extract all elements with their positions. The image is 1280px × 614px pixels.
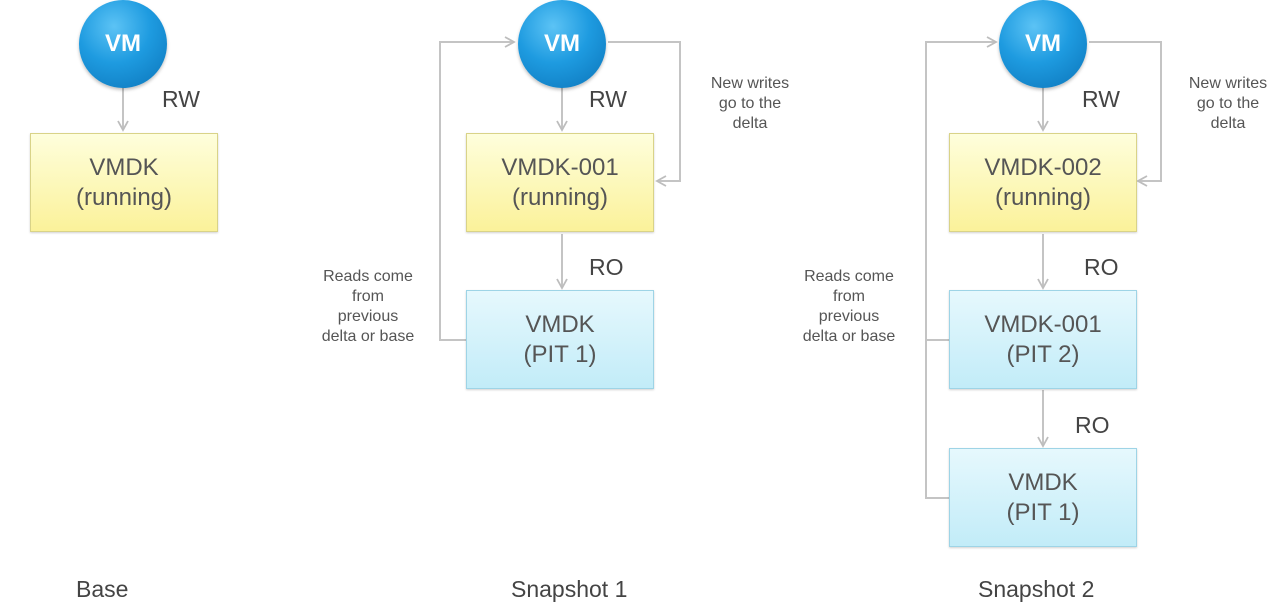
box-line-2: (running) xyxy=(994,183,1092,211)
snapshot2-vmdk-001-pit2-box: VMDK-001 (PIT 2) xyxy=(949,290,1137,389)
snapshot1-ro-label: RO xyxy=(589,254,624,280)
snapshot1-new-writes-note: New writes go to the delta xyxy=(710,75,790,132)
box-line-1: VMDK-001 xyxy=(501,153,619,181)
box-line-2: (PIT 1) xyxy=(523,340,597,368)
snap2-reads-loop xyxy=(925,36,998,499)
snapshot2-vmdk-pit1-box: VMDK (PIT 1) xyxy=(949,448,1137,547)
snapshot1-caption: Snapshot 1 xyxy=(511,576,628,602)
snapshot2-vm-label: VM xyxy=(1025,30,1061,57)
snapshot1-vm-label: VM xyxy=(544,30,580,57)
snapshot1-vm-node: VM xyxy=(518,0,606,88)
base-vm-label: VM xyxy=(105,30,141,57)
box-line-2: (running) xyxy=(75,183,173,211)
snapshot1-rw-label: RW xyxy=(589,86,627,112)
base-vmdk-running-box: VMDK (running) xyxy=(30,133,218,232)
snapshot1-vmdk-001-running-box: VMDK-001 (running) xyxy=(466,133,654,232)
snapshot2-rw-label: RW xyxy=(1082,86,1120,112)
box-line-1: VMDK xyxy=(89,153,159,181)
snapshot2-caption: Snapshot 2 xyxy=(978,576,1095,602)
box-line-2: (PIT 1) xyxy=(1006,498,1080,526)
box-line-1: VMDK xyxy=(1008,468,1078,496)
snapshot2-reads-note: Reads come from previous delta or base xyxy=(802,268,896,345)
snap2-new-writes-loop xyxy=(1089,41,1162,187)
box-line-2: (PIT 2) xyxy=(1006,340,1080,368)
snapshot1-reads-note: Reads come from previous delta or base xyxy=(321,268,415,345)
base-caption: Base xyxy=(76,576,129,602)
base-rw-label: RW xyxy=(162,86,200,112)
box-line-2: (running) xyxy=(511,183,609,211)
snap1-reads-loop xyxy=(439,36,516,341)
snap1-new-writes-loop xyxy=(608,41,681,187)
box-line-1: VMDK-002 xyxy=(984,153,1102,181)
box-line-1: VMDK xyxy=(525,310,595,338)
snapshot2-ro-label-1: RO xyxy=(1084,254,1119,280)
box-line-1: VMDK-001 xyxy=(984,310,1102,338)
base-vm-node: VM xyxy=(79,0,167,88)
snapshot2-vm-node: VM xyxy=(999,0,1087,88)
snapshot1-vmdk-pit1-box: VMDK (PIT 1) xyxy=(466,290,654,389)
snapshot2-new-writes-note: New writes go to the delta xyxy=(1188,75,1268,132)
snapshot2-ro-label-2: RO xyxy=(1075,412,1110,438)
snapshot2-vmdk-002-running-box: VMDK-002 (running) xyxy=(949,133,1137,232)
